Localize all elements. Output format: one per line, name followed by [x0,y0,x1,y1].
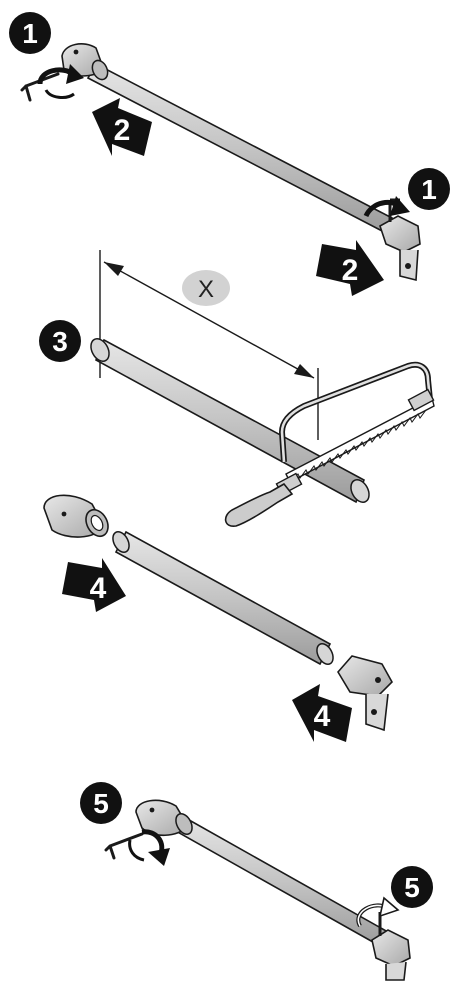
hacksaw-icon [224,361,435,527]
rotate-arrow-icon-right [356,896,400,927]
cut-tube [112,530,334,666]
stabiliser-bar-tube [172,814,390,948]
glass-clamp-fitting [337,655,393,732]
step-number: 1 [421,174,437,205]
arrow-step-number: 2 [114,114,131,147]
step-1-2-illustration [20,43,421,282]
step-number: 5 [93,788,109,819]
glass-clamp-fitting [371,912,411,981]
step-3-illustration: X [90,250,435,527]
dimension-label: X [198,276,214,303]
direction-arrow-4-right: 4 [292,684,352,742]
rotate-arrow-icon-right [363,196,410,218]
step-5-illustration [104,799,411,981]
direction-arrow-2-right: 2 [316,240,384,296]
arrow-step-number: 4 [90,572,107,605]
step-number: 3 [52,326,68,357]
tube-to-cut [90,338,370,504]
glass-clamp-fitting [379,198,421,282]
end-cap-fitting [43,494,109,538]
arrow-step-number: 4 [314,700,331,733]
step-badge-5-top: 5 [80,782,122,824]
arrow-step-number: 2 [342,254,359,287]
dimension-label-ellipse: X [182,270,230,306]
left-wall-fitting [135,799,193,837]
step-badge-1-right: 1 [408,168,450,210]
step-number: 5 [404,872,420,903]
step-4-illustration: 4 4 [43,494,393,742]
rotate-arrow-icon [37,64,84,99]
direction-arrow-4-left: 4 [62,558,126,612]
step-badge-3: 3 [39,320,81,362]
allen-key-icon [20,72,60,102]
direction-arrow-2-left: 2 [92,98,152,156]
step-badge-1-top: 1 [9,12,51,54]
rotate-arrow-icon [128,829,170,866]
step-number: 1 [22,18,38,49]
step-badge-5-right: 5 [391,866,433,908]
allen-key-icon [104,832,144,860]
